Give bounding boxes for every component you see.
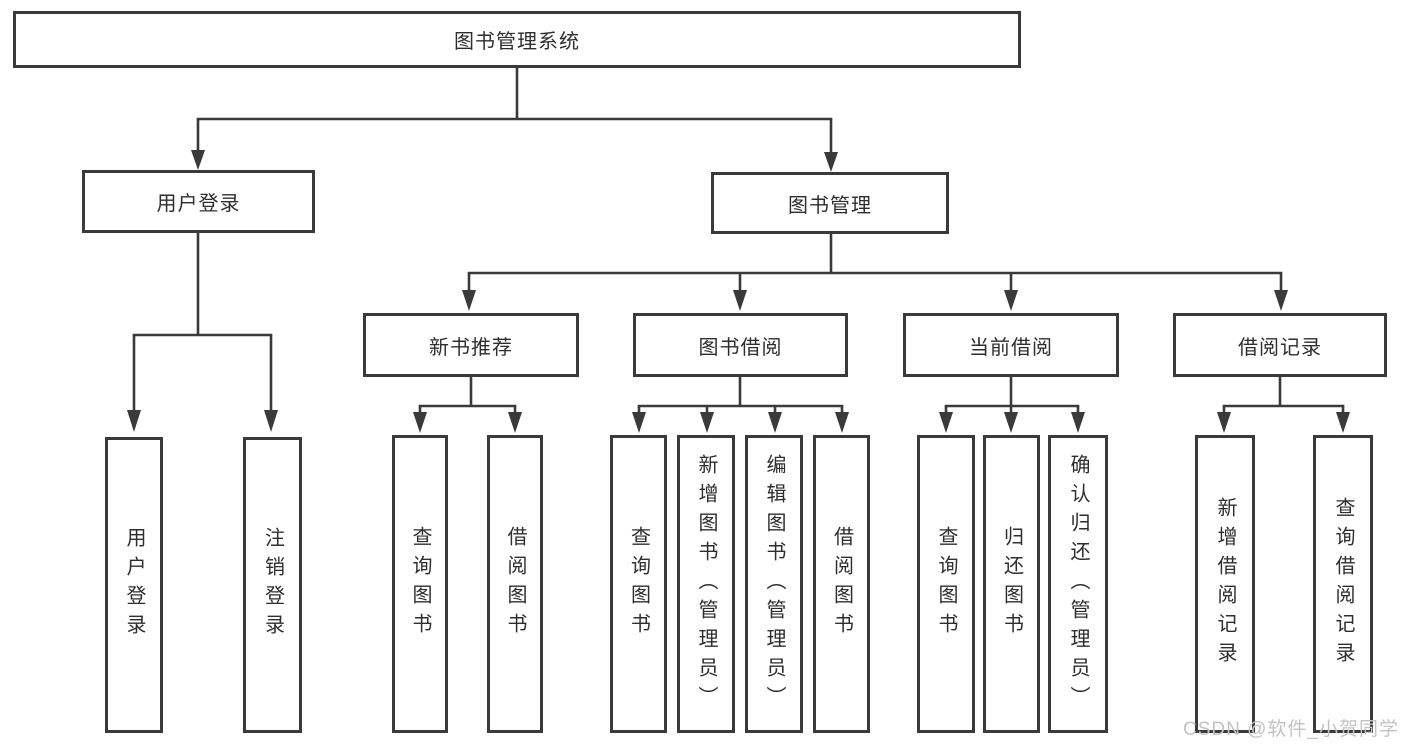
node-book-borrow: 图书借阅 — [633, 313, 848, 377]
leaf-records-add-record: 新增借阅记录 — [1195, 435, 1255, 733]
node-user-login-branch-label: 用户登录 — [156, 193, 241, 215]
leaf-records-query-record-label: 查询借阅记录 — [1332, 497, 1354, 671]
leaf-newbook-borrow-books-label: 借阅图书 — [504, 526, 526, 642]
node-book-borrow-label: 图书借阅 — [698, 336, 783, 359]
node-borrow-records: 借阅记录 — [1173, 313, 1387, 377]
leaf-newbook-borrow-books: 借阅图书 — [487, 435, 543, 733]
leaf-borrow-edit-books-admin: 编辑图书（管理员） — [745, 435, 803, 733]
leaf-logout: 注销登录 — [243, 437, 302, 733]
leaf-current-query-books-label: 查询图书 — [935, 526, 957, 642]
node-root-label: 图书管理系统 — [454, 31, 580, 53]
leaf-borrow-borrow-books-label: 借阅图书 — [830, 526, 853, 642]
leaf-borrow-query-books: 查询图书 — [610, 435, 667, 733]
node-new-book-recommend-label: 新书推荐 — [429, 336, 513, 359]
leaf-borrow-add-books-admin: 新增图书（管理员） — [677, 435, 735, 733]
leaf-current-return-books: 归还图书 — [983, 435, 1040, 733]
leaf-newbook-query-books: 查询图书 — [392, 435, 448, 733]
leaf-current-confirm-return-admin: 确认归还（管理员） — [1048, 435, 1108, 733]
node-book-mgmt-branch-label: 图书管理 — [788, 194, 872, 217]
leaf-borrow-add-books-admin-label: 新增图书（管理员） — [695, 453, 717, 715]
leaf-current-confirm-return-admin-label: 确认归还（管理员） — [1067, 453, 1089, 715]
leaf-current-return-books-label: 归还图书 — [1000, 526, 1023, 642]
leaf-borrow-borrow-books: 借阅图书 — [813, 435, 870, 733]
leaf-borrow-edit-books-admin-label: 编辑图书（管理员） — [763, 453, 785, 715]
node-root-system: 图书管理系统 — [13, 11, 1021, 68]
node-current-borrow: 当前借阅 — [903, 313, 1119, 377]
leaf-records-add-record-label: 新增借阅记录 — [1214, 497, 1236, 671]
node-current-borrow-label: 当前借阅 — [969, 336, 1053, 359]
node-book-mgmt-branch: 图书管理 — [711, 172, 949, 234]
leaf-current-query-books: 查询图书 — [917, 435, 975, 733]
node-borrow-records-label: 借阅记录 — [1238, 336, 1322, 359]
node-user-login-branch: 用户登录 — [82, 170, 315, 233]
leaf-records-query-record: 查询借阅记录 — [1313, 435, 1373, 733]
leaf-user-login-label: 用户登录 — [123, 527, 145, 643]
watermark: CSDN @软件_小贺同学 — [1183, 719, 1399, 740]
leaf-user-login: 用户登录 — [105, 437, 163, 733]
node-new-book-recommend: 新书推荐 — [363, 313, 579, 377]
leaf-newbook-query-books-label: 查询图书 — [409, 526, 431, 642]
leaf-borrow-query-books-label: 查询图书 — [627, 526, 650, 642]
leaf-logout-label: 注销登录 — [261, 527, 284, 643]
